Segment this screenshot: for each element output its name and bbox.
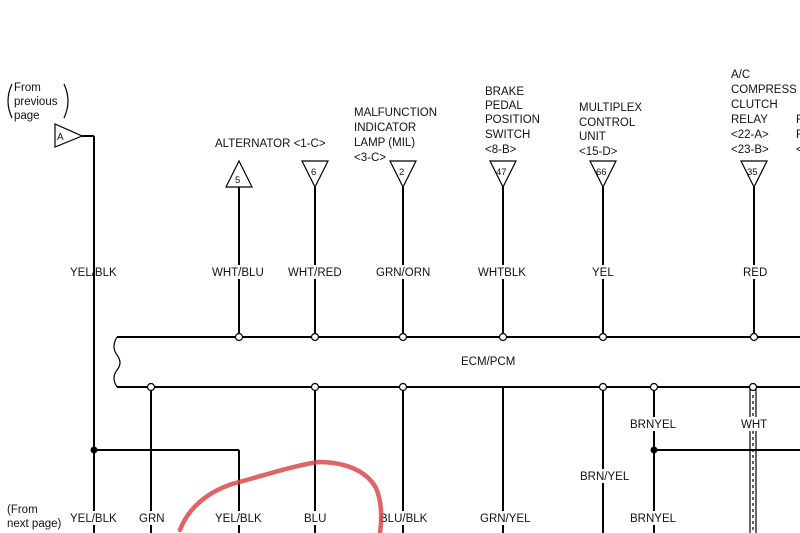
svg-text:<15-D>: <15-D>	[579, 146, 618, 158]
svg-text:6: 6	[311, 167, 316, 178]
svg-text:COMPRESS: COMPRESS	[731, 84, 797, 96]
brake-pedal-switch-label: BRAKE PEDAL POSITION SWITCH <8-B>	[485, 86, 540, 156]
multiplex-control-unit-label: MULTIPLEX CONTROL UNIT <15-D>	[579, 102, 642, 158]
wire-label-brnyel-bottom: BRNYEL	[630, 513, 677, 525]
from-previous-page-note: From previous page	[7, 82, 69, 122]
pin-47: 47	[489, 160, 517, 189]
svg-text:<3-C>: <3-C>	[354, 152, 386, 164]
wire-label-grn-orn: GRN/ORN	[376, 267, 430, 279]
svg-text:RELAY: RELAY	[731, 114, 768, 126]
svg-text:66: 66	[596, 167, 607, 178]
svg-text:BRAKE: BRAKE	[485, 86, 524, 98]
svg-text:2: 2	[399, 167, 404, 178]
connector-a-label: A	[57, 132, 64, 143]
svg-text:F: F	[796, 114, 800, 126]
svg-text:35: 35	[747, 167, 758, 178]
from-next-page-note: (From next page)	[7, 504, 62, 530]
pin-35: 35	[740, 160, 768, 189]
red-circle-annotation	[177, 459, 384, 533]
svg-text:<22-A>: <22-A>	[731, 129, 769, 141]
wire-label-wht: WHT	[741, 419, 767, 431]
svg-text:PEDAL: PEDAL	[485, 100, 523, 112]
ac-compressor-relay-label: A/C COMPRESS CLUTCH RELAY <22-A> <23-B> …	[731, 69, 800, 156]
svg-text:CLUTCH: CLUTCH	[731, 99, 778, 111]
wire-label-yel-blk-1: YEL/BLK	[70, 513, 117, 525]
top-wires	[238, 187, 755, 337]
wire-label-yel: YEL	[592, 267, 614, 279]
svg-text:<: <	[796, 144, 800, 156]
svg-text:UNIT: UNIT	[579, 131, 606, 143]
from-previous-line3: page	[14, 110, 40, 122]
wire-label-blu: BLU	[304, 513, 326, 525]
svg-text:5: 5	[235, 175, 240, 186]
wire-label-red: RED	[743, 267, 767, 279]
wire-label-yel-blk-2: YEL/BLK	[215, 513, 262, 525]
svg-text:F: F	[796, 129, 800, 141]
pin-66: 66	[589, 160, 617, 189]
ecm-pcm-label: ECM/PCM	[461, 356, 515, 368]
svg-text:<8-B>: <8-B>	[485, 144, 517, 156]
wire-label-yel-blk-a: YEL/BLK	[70, 267, 117, 279]
ecm-pcm-box: ECM/PCM	[113, 336, 800, 388]
svg-text:A/C: A/C	[731, 69, 750, 81]
bottom-wires	[90, 387, 800, 533]
svg-text:SWITCH: SWITCH	[485, 129, 530, 141]
ecm-top-nodes	[234, 332, 759, 342]
connector-a: A YEL/BLK	[54, 123, 117, 533]
wire-label-whtblk: WHTBLK	[478, 267, 526, 279]
ecm-bottom-nodes	[146, 382, 758, 392]
svg-text:INDICATOR: INDICATOR	[354, 122, 416, 134]
wire-label-grn-yel: GRN/YEL	[480, 513, 531, 525]
wire-label-brnyel-right: BRNYEL	[630, 419, 677, 431]
pin-2: 2	[389, 160, 417, 189]
wire-label-grn: GRN	[139, 513, 165, 525]
svg-text:LAMP (MIL): LAMP (MIL)	[354, 137, 415, 149]
wire-label-wht-blu: WHT/BLU	[212, 267, 264, 279]
alternator-label: ALTERNATOR <1-C>	[215, 138, 326, 150]
svg-text:<23-B>: <23-B>	[731, 144, 769, 156]
mil-label: MALFUNCTION INDICATOR LAMP (MIL) <3-C>	[354, 107, 437, 164]
svg-text:MULTIPLEX: MULTIPLEX	[579, 102, 642, 114]
svg-text:next page): next page)	[7, 518, 62, 530]
svg-text:POSITION: POSITION	[485, 114, 540, 126]
svg-text:MALFUNCTION: MALFUNCTION	[354, 107, 437, 119]
svg-text:(From: (From	[7, 504, 38, 516]
from-previous-line2: previous	[14, 96, 58, 108]
wire-label-wht-red: WHT/RED	[288, 267, 342, 279]
pin-6: 6	[301, 160, 329, 189]
svg-text:47: 47	[496, 167, 507, 178]
svg-text:CONTROL: CONTROL	[579, 117, 636, 129]
pin-5: 5	[225, 159, 253, 188]
wire-label-blu-blk: BLU/BLK	[380, 513, 428, 525]
wire-label-brn-yel-mid: BRN/YEL	[580, 471, 630, 483]
from-previous-line1: From	[14, 82, 41, 94]
